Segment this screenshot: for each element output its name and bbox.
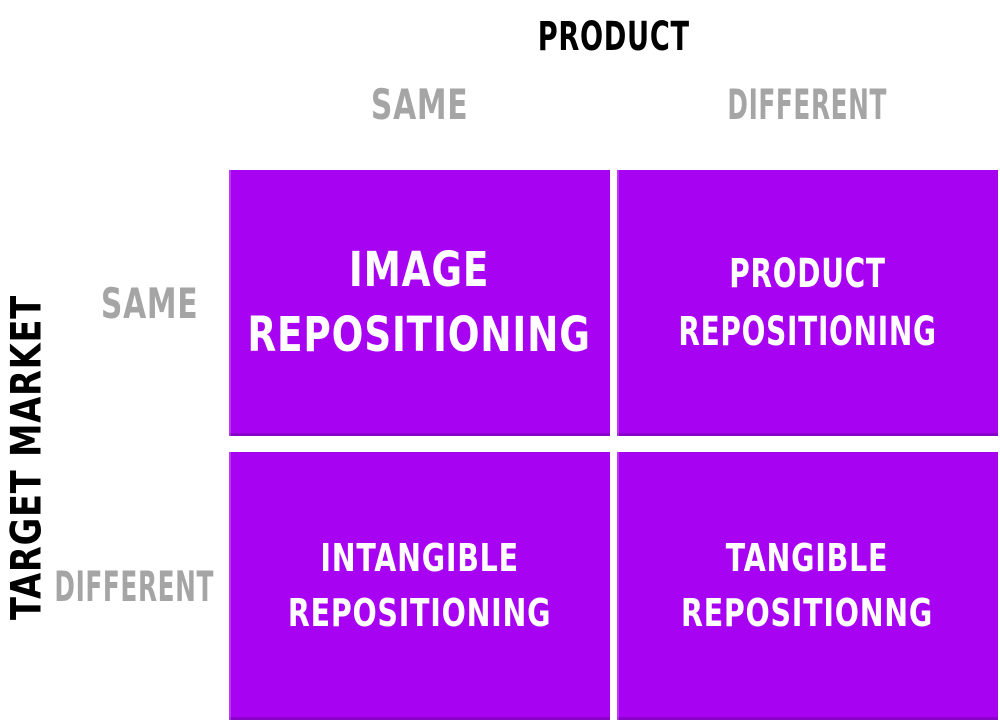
quadrant-label: TANGIBLE REPOSITIONNG	[681, 531, 933, 641]
quadrant-label-line1: PRODUCT	[729, 251, 886, 297]
column-header-same-text: SAME	[370, 80, 469, 129]
quadrant-label-line2: REPOSITIONING	[247, 307, 592, 363]
quadrant-label-line2: REPOSITIONING	[678, 309, 937, 355]
x-axis-title: PRODUCT	[230, 14, 998, 60]
row-header-same-text: SAME	[101, 278, 199, 328]
quadrant-tangible-repositioning: TANGIBLE REPOSITIONNG	[617, 452, 998, 720]
quadrant-label-line2: REPOSITIONING	[287, 591, 552, 635]
column-header-different: DIFFERENT	[617, 80, 998, 129]
quadrant-label-line1: TANGIBLE	[726, 535, 889, 580]
quadrant-label: IMAGE REPOSITIONING	[248, 238, 591, 368]
column-header-same: SAME	[229, 80, 610, 129]
row-header-same: SAME	[55, 170, 245, 436]
quadrant-label-line1: IMAGE	[349, 242, 490, 299]
quadrant-label-line1: INTANGIBLE	[320, 535, 519, 580]
quadrant-image-repositioning: IMAGE REPOSITIONING	[229, 170, 610, 436]
quadrant-product-repositioning: PRODUCT REPOSITIONING	[617, 170, 998, 436]
quadrant-label-line2: REPOSITIONNG	[681, 591, 934, 635]
column-header-different-text: DIFFERENT	[727, 80, 888, 129]
x-axis-title-text: PRODUCT	[538, 14, 690, 60]
row-header-different: DIFFERENT	[42, 452, 227, 720]
quadrant-label: PRODUCT REPOSITIONING	[678, 245, 936, 361]
quadrant-intangible-repositioning: INTANGIBLE REPOSITIONING	[229, 452, 610, 720]
quadrant-label: INTANGIBLE REPOSITIONING	[288, 531, 551, 641]
row-header-different-text: DIFFERENT	[54, 561, 215, 611]
